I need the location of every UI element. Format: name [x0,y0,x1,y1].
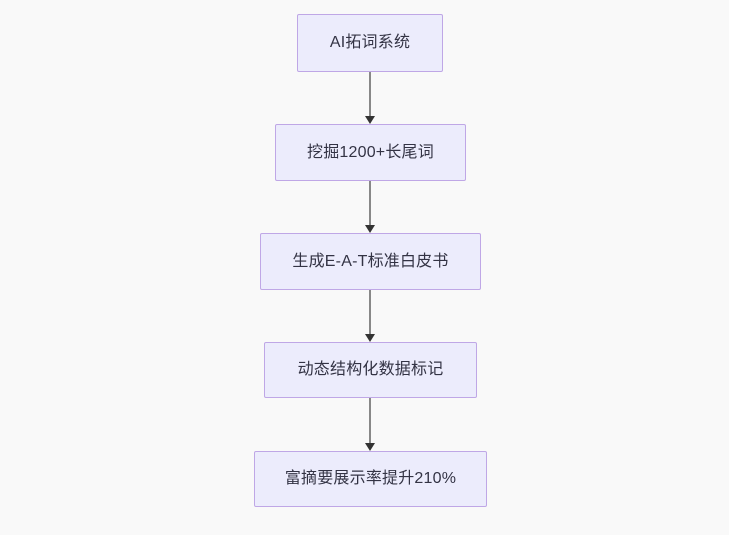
flowchart-node-generate-eat-whitepaper[interactable]: 生成E-A-T标准白皮书 [260,233,481,290]
connector-line [369,290,371,334]
flowchart-node-label: 动态结构化数据标记 [297,361,444,378]
arrowhead-icon [365,334,375,342]
arrowhead-icon [365,225,375,233]
arrowhead-icon [365,443,375,451]
flowchart-node-label: AI拓词系统 [329,34,411,51]
flowchart-node-label: 富摘要展示率提升210% [284,470,457,487]
flowchart-node-mine-longtail-keywords[interactable]: 挖掘1200+长尾词 [275,124,466,181]
flowchart-node-dynamic-structured-data-markup[interactable]: 动态结构化数据标记 [264,342,477,398]
arrowhead-icon [365,116,375,124]
connector-line [369,181,371,225]
flowchart-node-rich-snippet-rate-increase[interactable]: 富摘要展示率提升210% [254,451,487,507]
connector-line [369,72,371,116]
flowchart-node-label: 生成E-A-T标准白皮书 [292,252,449,270]
connector-line [369,398,371,443]
flowchart-node-ai-keyword-system[interactable]: AI拓词系统 [297,14,443,72]
flowchart-node-label: 挖掘1200+长尾词 [307,143,434,161]
